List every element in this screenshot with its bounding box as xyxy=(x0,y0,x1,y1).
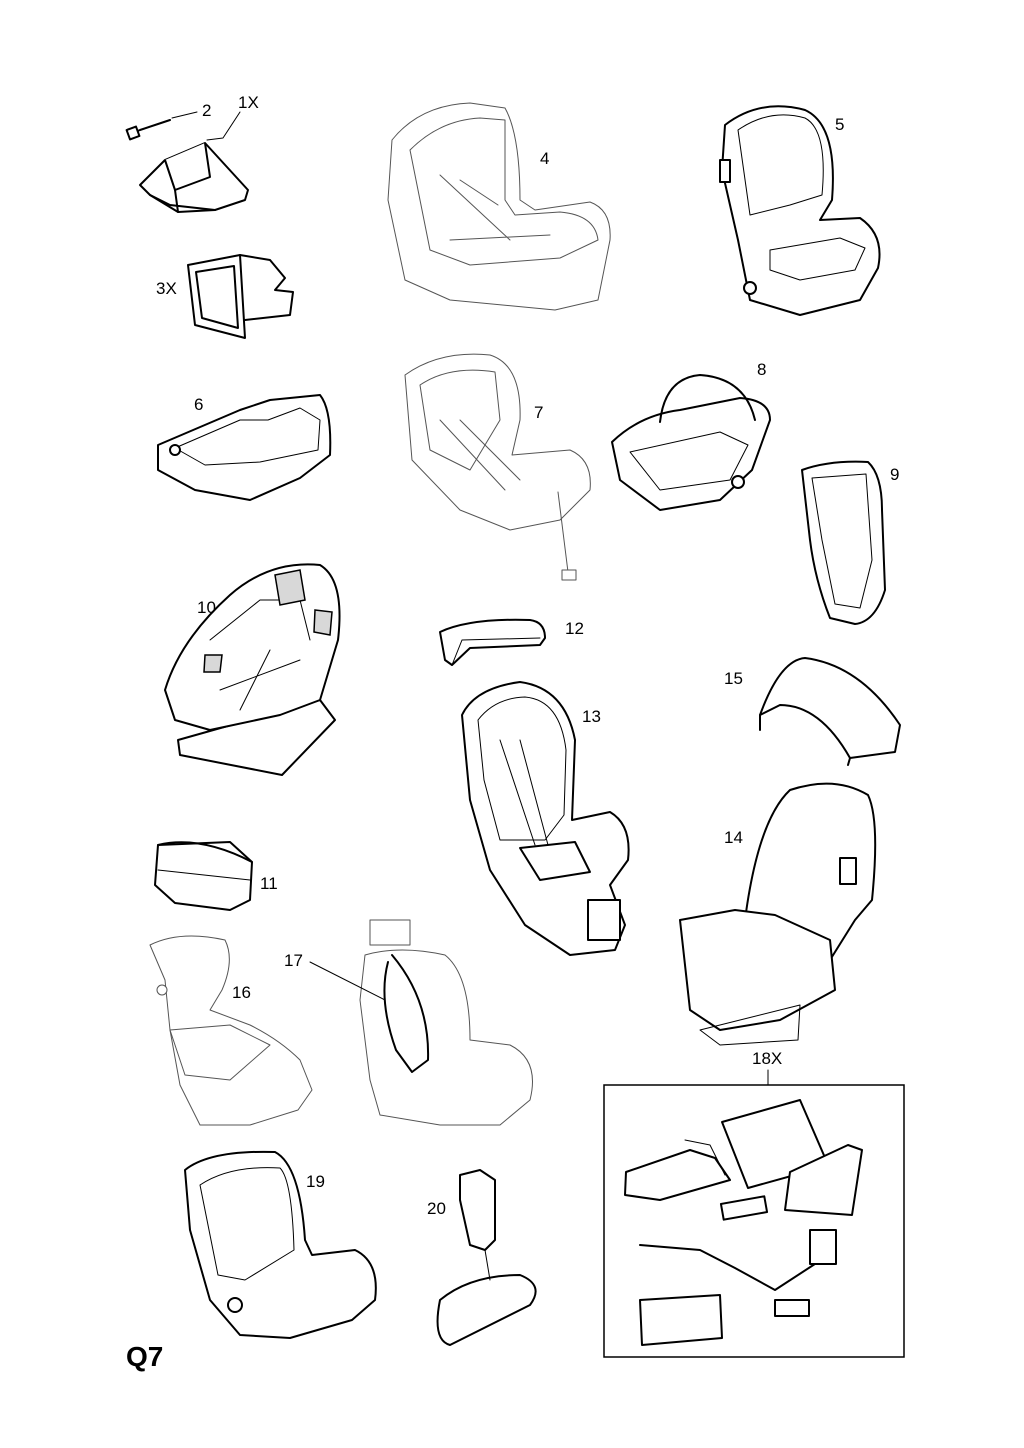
child-seat-large-icon xyxy=(679,782,877,1046)
seat-cover-large-icon xyxy=(184,1150,377,1339)
part-number-label: 17 xyxy=(284,951,303,970)
part-number-label: 5 xyxy=(835,115,844,134)
part-number-label: 9 xyxy=(890,465,899,484)
part-number-label: 15 xyxy=(724,669,743,688)
child-seat-icon xyxy=(719,105,881,316)
infant-carrier-handle-icon xyxy=(611,374,771,511)
part-number-label: 1X xyxy=(238,93,259,112)
booster-cushion-icon xyxy=(157,394,332,501)
part-number-label: 10 xyxy=(197,598,216,617)
part-number-label: 12 xyxy=(565,619,584,638)
seat-belt-guide-icon xyxy=(309,919,533,1126)
sun-canopy-large-icon xyxy=(759,657,901,766)
part-number-label: 8 xyxy=(757,360,766,379)
part-number-label: 16 xyxy=(232,983,251,1002)
part-number-label: 7 xyxy=(534,403,543,422)
seat-cover-icon xyxy=(801,460,886,625)
part-number-label: 20 xyxy=(427,1199,446,1218)
part-number-label: 13 xyxy=(582,707,601,726)
base-frame-icon xyxy=(187,254,294,339)
belt-hanger-icon xyxy=(436,1169,537,1346)
page-code: Q7 xyxy=(126,1341,163,1372)
part-number-label: 19 xyxy=(306,1172,325,1191)
part-number-label: 2 xyxy=(202,101,211,120)
booster-with-backrest-icon xyxy=(149,935,313,1126)
seat-adapter-icon xyxy=(154,841,253,911)
seat-base-clip-icon xyxy=(139,111,249,213)
part-number-label: 6 xyxy=(194,395,203,414)
sun-canopy-small-icon xyxy=(439,618,546,666)
part-number-label: 4 xyxy=(540,149,549,168)
child-seat-harness-icon xyxy=(461,681,630,956)
bolt-icon xyxy=(125,111,198,141)
part-number-label: 14 xyxy=(724,828,743,847)
infant-carrier-icon xyxy=(387,102,611,311)
patterned-child-seat-icon xyxy=(164,563,341,776)
child-seat-with-belt-icon xyxy=(404,353,591,581)
part-number-label: 18X xyxy=(752,1049,782,1068)
part-number-label: 11 xyxy=(260,874,278,893)
belt-kit-icon xyxy=(603,1069,905,1358)
part-number-label: 3X xyxy=(156,279,177,298)
